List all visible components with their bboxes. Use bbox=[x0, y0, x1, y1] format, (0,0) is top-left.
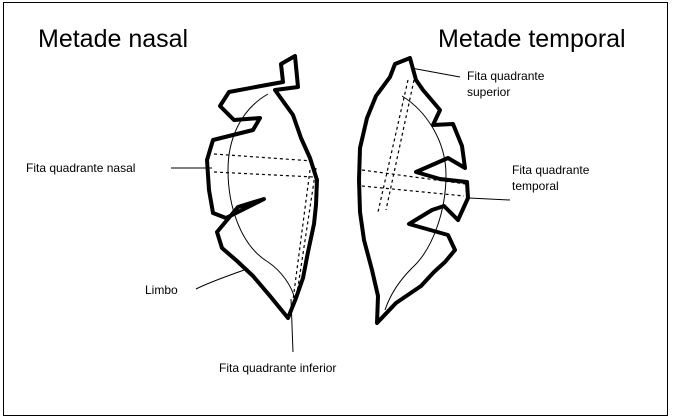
nasal-half-outline bbox=[207, 56, 317, 318]
leader-fita-superior bbox=[411, 68, 460, 77]
label-fita-superior-2: superior bbox=[467, 85, 510, 99]
title-nasal: Metade nasal bbox=[38, 25, 188, 53]
temporal-tape-temporal bbox=[362, 170, 466, 196]
temporal-tape-superior bbox=[378, 80, 414, 212]
temporal-half-outline bbox=[359, 58, 468, 323]
label-fita-nasal: Fita quadrante nasal bbox=[26, 161, 135, 175]
leader-limbo bbox=[196, 270, 244, 289]
title-temporal: Metade temporal bbox=[438, 25, 626, 53]
label-fita-temporal-1: Fita quadrante bbox=[512, 163, 590, 177]
leader-fita-temporal bbox=[469, 198, 510, 200]
label-fita-superior-1: Fita quadrante bbox=[467, 69, 545, 83]
temporal-limbus-arc bbox=[385, 96, 446, 310]
label-fita-temporal-2: temporal bbox=[512, 179, 559, 193]
label-limbo: Limbo bbox=[145, 283, 178, 297]
label-fita-inferior: Fita quadrante inferior bbox=[219, 361, 336, 375]
nasal-limbus-arc bbox=[228, 94, 295, 300]
